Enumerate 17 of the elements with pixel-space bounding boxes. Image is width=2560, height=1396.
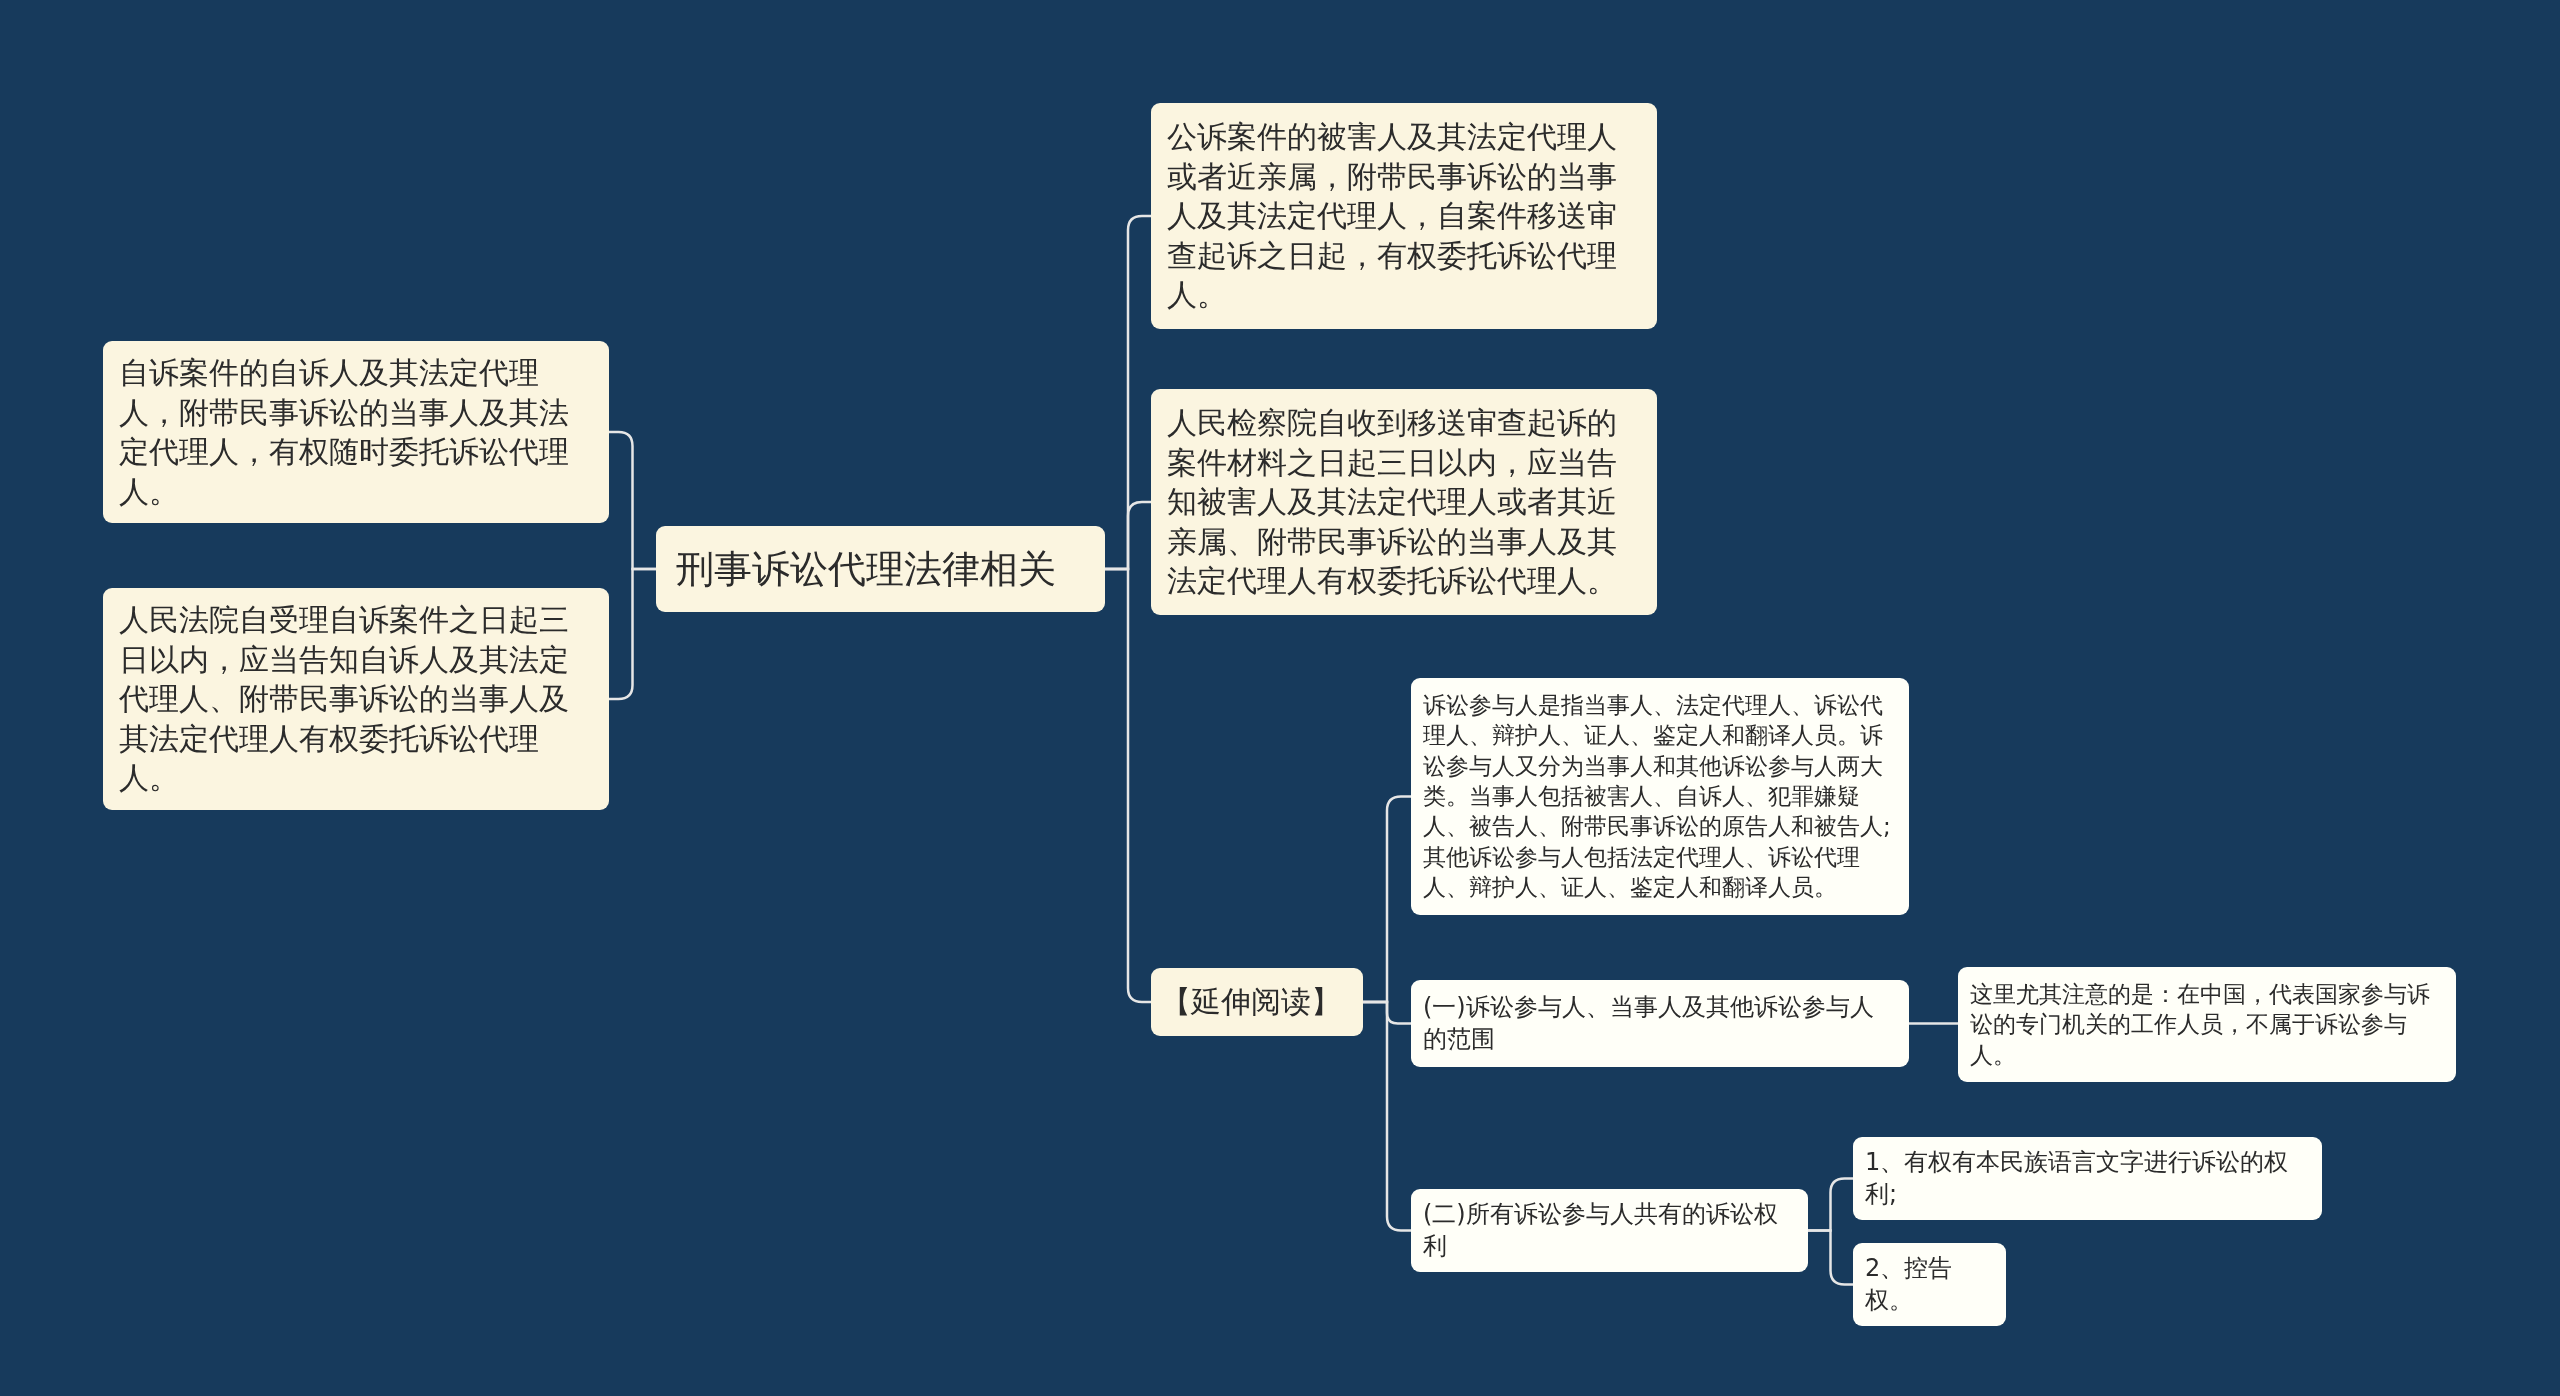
topic-box: 1、有权有本民族语言文字进行诉讼的权利; bbox=[1853, 1137, 2322, 1221]
connector-line bbox=[609, 567, 656, 701]
central-topic-box: 刑事诉讼代理法律相关 bbox=[656, 526, 1105, 613]
topic-box: 人民法院自受理自诉案件之日起三日以内，应当告知自诉人及其法定代理人、附带民事诉讼的当事人及其法定代理人有权委托诉讼代理人。 bbox=[103, 588, 609, 810]
connector-line bbox=[1105, 567, 1151, 1004]
topic-box: 诉讼参与人是指当事人、法定代理人、诉讼代理人、辩护人、证人、鉴定人和翻译人员。诉讼参与人又分为当事人和其他诉讼参与人两大类。当事人包括被害人、自诉人、犯罪嫌疑人、被告人、附带民事诉讼的原告人和被告人;其他诉讼参与人包括法定代理人、诉讼代理人、辩护人、证人、鉴定人和翻译人员。 bbox=[1411, 678, 1909, 915]
topic-box: 自诉案件的自诉人及其法定代理人，附带民事诉讼的当事人及其法定代理人，有权随时委托诉讼代理人。 bbox=[103, 341, 609, 524]
topic-box: 公诉案件的被害人及其法定代理人或者近亲属，附带民事诉讼的当事人及其法定代理人，自案件移送审查起诉之日起，有权委托诉讼代理人。 bbox=[1151, 103, 1657, 329]
connector-line bbox=[1909, 1022, 1958, 1025]
connector-line bbox=[1808, 1229, 1853, 1286]
topic-box: 这里尤其注意的是：在中国，代表国家参与诉讼的专门机关的工作人员，不属于诉讼参与人。 bbox=[1958, 967, 2456, 1083]
topic-box: (一)诉讼参与人、当事人及其他诉讼参与人的范围 bbox=[1411, 980, 1909, 1068]
topic-box: 2、控告权。 bbox=[1853, 1243, 2006, 1327]
topic-box: (二)所有诉讼参与人共有的诉讼权利 bbox=[1411, 1189, 1808, 1273]
topic-box: 【延伸阅读】 bbox=[1151, 968, 1363, 1036]
connector-line bbox=[1363, 1000, 1411, 1232]
topic-box: 人民检察院自收到移送审查起诉的案件材料之日起三日以内，应当告知被害人及其法定代理人或者其近亲属、附带民事诉讼的当事人及其法定代理人有权委托诉讼代理人。 bbox=[1151, 389, 1657, 615]
